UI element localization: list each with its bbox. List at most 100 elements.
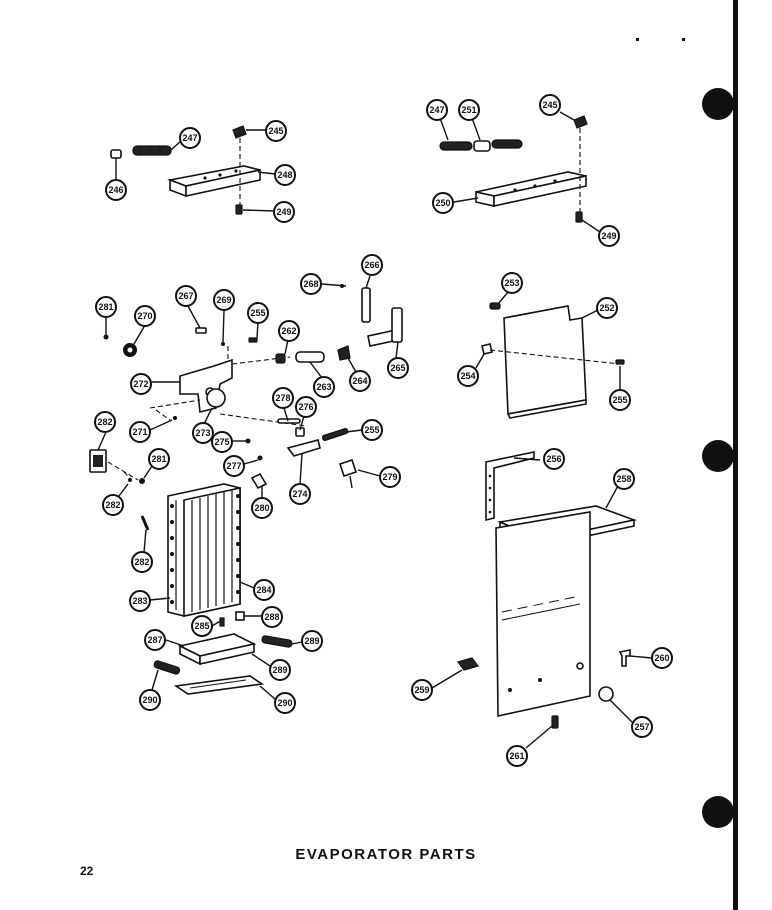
callout-label: 285 <box>194 621 209 631</box>
callout-balloon <box>273 201 295 223</box>
callout-balloon <box>130 373 152 395</box>
callout-278: 278 <box>272 387 294 409</box>
callout-balloon <box>598 225 620 247</box>
cap-264 <box>337 345 351 361</box>
heater-289a <box>261 635 293 648</box>
callout-balloon <box>596 297 618 319</box>
callout-balloon <box>94 411 116 433</box>
screw-255a <box>248 337 258 343</box>
callout-271: 271 <box>129 421 151 443</box>
grommet-254 <box>481 343 493 355</box>
callout-label: 283 <box>132 596 147 606</box>
clip-259 <box>456 657 480 671</box>
callout-label: 257 <box>634 722 649 732</box>
sensor-285 <box>219 617 225 627</box>
pin-255b <box>321 428 349 441</box>
screw-281b <box>139 478 145 484</box>
callout-balloon <box>269 659 291 681</box>
callout-287: 287 <box>144 629 166 651</box>
roller-247b <box>439 141 473 151</box>
callout-289: 289 <box>269 659 291 681</box>
callout-balloon <box>274 164 296 186</box>
callout-255: 255 <box>361 419 383 441</box>
callout-label: 258 <box>616 474 631 484</box>
callout-label: 269 <box>216 295 231 305</box>
callout-label: 250 <box>435 198 450 208</box>
binder-hole-2 <box>702 440 734 472</box>
binder-hole-1 <box>702 88 734 120</box>
callout-279: 279 <box>379 466 401 488</box>
callout-balloon <box>278 320 300 342</box>
callout-285: 285 <box>191 615 213 637</box>
callout-282: 282 <box>102 494 124 516</box>
callout-257: 257 <box>631 716 653 738</box>
scan-mark-1 <box>636 38 639 41</box>
bracket-256 <box>485 451 535 522</box>
callout-label: 266 <box>364 260 379 270</box>
callout-balloon <box>251 497 273 519</box>
callout-balloon <box>129 421 151 443</box>
callout-288: 288 <box>261 606 283 628</box>
callout-balloon <box>274 692 296 714</box>
callout-balloon <box>102 494 124 516</box>
callout-label: 275 <box>214 437 229 447</box>
callout-282: 282 <box>94 411 116 433</box>
callout-252: 252 <box>596 297 618 319</box>
callout-balloon <box>539 94 561 116</box>
callout-balloon <box>651 647 673 669</box>
callout-281: 281 <box>148 448 170 470</box>
callout-label: 282 <box>105 500 120 510</box>
callout-balloon <box>387 357 409 379</box>
callout-label: 290 <box>277 698 292 708</box>
callout-290: 290 <box>274 692 296 714</box>
callout-label: 270 <box>137 311 152 321</box>
callout-250: 250 <box>432 192 454 214</box>
fitting-280 <box>250 472 268 490</box>
callout-label: 289 <box>304 636 319 646</box>
callout-label: 263 <box>316 382 331 392</box>
callout-289: 289 <box>301 630 323 652</box>
callout-label: 277 <box>226 461 241 471</box>
callout-label: 282 <box>97 417 112 427</box>
callout-label: 249 <box>601 231 616 241</box>
callout-label: 265 <box>390 363 405 373</box>
shelf-rail-right-group <box>439 111 601 233</box>
binder-hole-3 <box>702 796 734 828</box>
callout-label: 273 <box>195 428 210 438</box>
callout-label: 281 <box>98 302 113 312</box>
page-title: EVAPORATOR PARTS <box>295 846 477 863</box>
rod-278 <box>277 418 301 424</box>
callout-label: 251 <box>461 105 476 115</box>
callout-290: 290 <box>139 689 161 711</box>
evaporator-coil-group <box>89 431 303 701</box>
callout-268: 268 <box>300 273 322 295</box>
callout-balloon <box>457 365 479 387</box>
callout-258: 258 <box>613 468 635 490</box>
screw-249b <box>575 211 583 223</box>
callout-balloon <box>432 192 454 214</box>
callout-balloon <box>361 254 383 276</box>
callout-label: 289 <box>272 665 287 675</box>
callout-balloon <box>253 579 275 601</box>
grommet-257 <box>598 686 614 702</box>
callout-balloon <box>144 629 166 651</box>
callout-balloon <box>631 716 653 738</box>
screw-269 <box>221 342 225 346</box>
callout-label: 259 <box>414 685 429 695</box>
callout-label: 252 <box>599 303 614 313</box>
scan-mark-2 <box>682 38 685 41</box>
cover-panel-group <box>475 291 625 419</box>
callout-balloon <box>211 431 233 453</box>
callout-272: 272 <box>130 373 152 395</box>
callout-balloon <box>379 466 401 488</box>
callout-balloon <box>458 99 480 121</box>
clip-245b <box>573 115 588 129</box>
page-edge-bar <box>733 0 738 910</box>
callout-262: 262 <box>278 320 300 342</box>
callout-label: 260 <box>654 653 669 663</box>
callout-balloon <box>179 127 201 149</box>
callout-label: 274 <box>292 489 307 499</box>
callout-281: 281 <box>95 296 117 318</box>
panel-257 <box>495 511 591 717</box>
